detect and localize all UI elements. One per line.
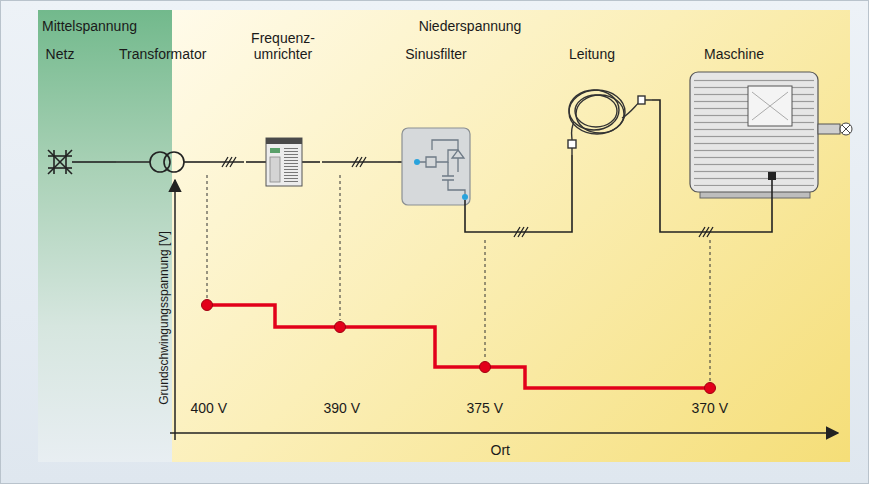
transformer-symbol	[116, 152, 210, 172]
converter-cabinet	[246, 138, 320, 186]
axis-title: Ort	[491, 442, 510, 458]
component-box: Maschine	[676, 40, 836, 202]
component-box: Leitung	[556, 40, 652, 155]
band-region: MittelspannungNetz	[38, 10, 172, 462]
wire-connector	[84, 161, 116, 163]
band-region: NiederspannungFrequenz- umrichterSinusfi…	[172, 10, 850, 462]
component-box: Transformator	[116, 40, 210, 175]
dashed-leader	[207, 175, 710, 381]
component-label: Leitung	[569, 46, 615, 62]
wire-connector	[465, 155, 572, 232]
voltage-value: 375 V	[467, 400, 504, 416]
axis-title: Grundschwingungsspannung [V]	[155, 231, 171, 404]
y-axis	[174, 180, 176, 440]
motor	[690, 72, 852, 202]
voltage-dot	[202, 300, 716, 394]
wire-hash-marks	[222, 157, 713, 237]
component-label: Maschine	[704, 46, 764, 62]
component-label: Frequenz- umrichter	[247, 30, 319, 62]
sine-filter	[398, 128, 470, 208]
voltage-value: 370 V	[692, 400, 729, 416]
component-box: Frequenz- umrichter	[244, 30, 322, 190]
band-title: Mittelspannung	[42, 18, 137, 34]
grid-symbol	[48, 150, 84, 174]
band-title: Niederspannung	[419, 18, 522, 34]
x-axis	[170, 432, 838, 434]
cable-coil	[568, 90, 652, 155]
wire-connector	[652, 100, 772, 232]
voltage-value: 390 V	[324, 400, 361, 416]
wire-connector	[210, 161, 244, 163]
voltage-value: 400 V	[191, 400, 228, 416]
component-label: Netz	[46, 46, 75, 62]
component-box: Sinusfilter	[398, 40, 474, 208]
wire-connector	[322, 161, 398, 163]
voltage-step-line	[207, 305, 710, 388]
component-label: Transformator	[119, 46, 206, 62]
component-label: Sinusfilter	[405, 46, 466, 62]
component-box: Netz	[40, 40, 84, 178]
